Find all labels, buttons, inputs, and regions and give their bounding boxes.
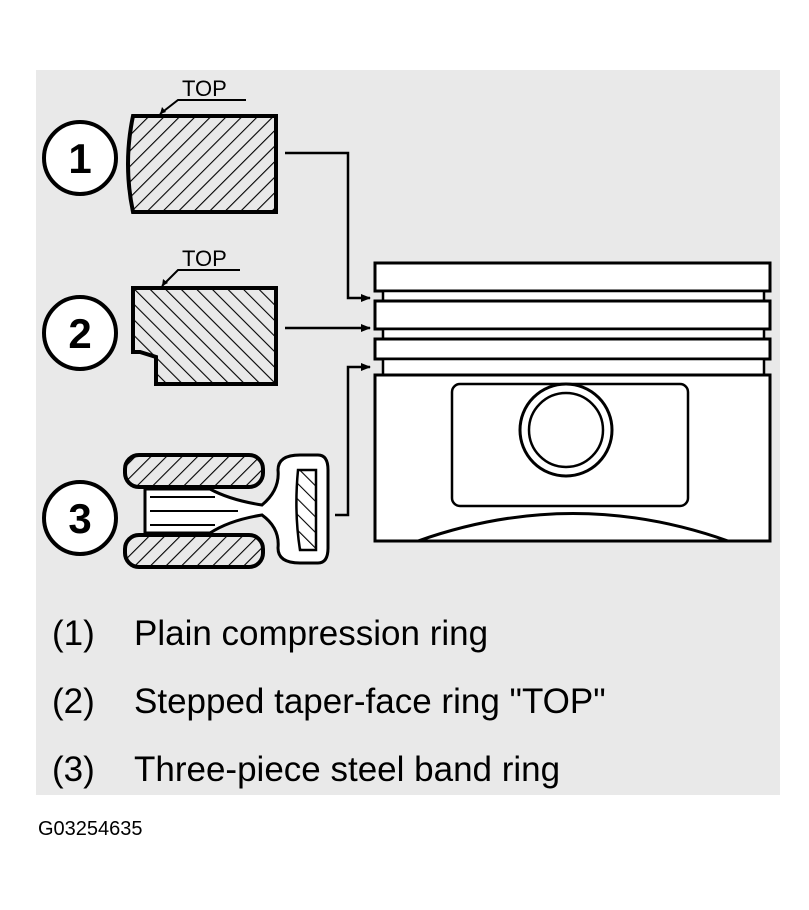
- callout-3-number: 3: [68, 495, 91, 542]
- piston-ring-diagram: 1 TOP 2 TOP 3: [42, 76, 772, 569]
- svg-text:TOP: TOP: [182, 76, 227, 101]
- leader-arrow-3: [335, 363, 371, 517]
- legend-text: Stepped taper-face ring "TOP": [134, 682, 606, 721]
- ring-2-section: [131, 286, 278, 386]
- svg-text:TOP: TOP: [182, 246, 227, 271]
- legend-number: (2): [52, 682, 95, 721]
- legend-item-1: (1) Plain compression ring: [52, 614, 488, 654]
- ring-3-section: [123, 453, 330, 569]
- callout-2: 2: [42, 295, 118, 371]
- legend-number: (3): [52, 750, 95, 789]
- top-label-2: TOP: [161, 246, 240, 287]
- figure-code: G03254635: [38, 818, 143, 840]
- legend-text: Three-piece steel band ring: [134, 750, 561, 789]
- piston: [373, 261, 772, 543]
- legend-text: Plain compression ring: [134, 614, 489, 653]
- legend-number: (1): [52, 614, 95, 653]
- ring-1-section: [126, 114, 278, 214]
- legend-item-3: (3) Three-piece steel band ring: [52, 750, 560, 790]
- callout-2-number: 2: [68, 310, 91, 357]
- legend: (1) Plain compression ring (2) Stepped tap…: [36, 600, 780, 795]
- callout-1: 1: [42, 120, 118, 196]
- top-label-1: TOP: [159, 76, 246, 115]
- callout-3: 3: [42, 480, 118, 556]
- callout-1-number: 1: [68, 135, 91, 182]
- leader-arrow-1: [285, 151, 371, 302]
- legend-item-2: (2) Stepped taper-face ring "TOP": [52, 682, 606, 722]
